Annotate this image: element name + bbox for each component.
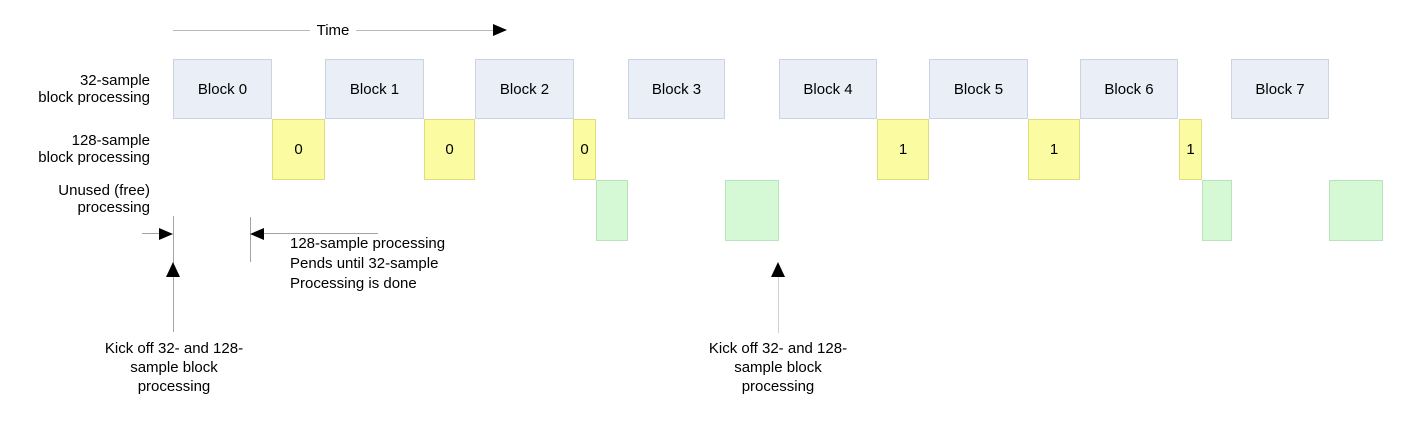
block-32-sample-5: Block 5 bbox=[929, 59, 1028, 119]
block-128-sample-0b: 0 bbox=[424, 119, 475, 180]
block-128-sample-0c: 0 bbox=[573, 119, 596, 180]
row-label-line: Unused (free) bbox=[58, 182, 150, 199]
row-label-unused-free: Unused (free) processing bbox=[0, 182, 150, 216]
kickoff-arrow-2-icon bbox=[771, 262, 785, 277]
block-label: 0 bbox=[294, 141, 303, 158]
pend-note-line: Pends until 32-sample bbox=[290, 255, 439, 272]
row-label-128-sample: 128-sample block processing bbox=[0, 132, 150, 166]
block-label: 0 bbox=[445, 141, 454, 158]
kickoff-note-line: processing bbox=[137, 378, 211, 395]
block-label: Block 4 bbox=[803, 80, 853, 98]
row-label-line: block processing bbox=[38, 89, 150, 106]
block-free-1 bbox=[725, 180, 779, 241]
block-128-sample-1b: 1 bbox=[1028, 119, 1080, 180]
kickoff-arrow-1-icon bbox=[166, 262, 180, 277]
block-label: Block 5 bbox=[953, 80, 1004, 98]
dim-arrow-right-icon bbox=[159, 228, 173, 240]
block-32-sample-0: Block 0 bbox=[173, 59, 272, 119]
kickoff-note-2: Kick off 32- and 128- sample block proce… bbox=[658, 339, 898, 396]
kickoff-arrow-2-shaft bbox=[778, 276, 779, 333]
block-128-sample-1c: 1 bbox=[1179, 119, 1202, 180]
kickoff-note-line: Kick off 32- and 128- bbox=[708, 340, 848, 357]
block-free-0 bbox=[596, 180, 628, 241]
block-32-sample-4: Block 4 bbox=[779, 59, 877, 119]
row-label-line: 128-sample bbox=[71, 132, 150, 149]
block-label: Block 1 bbox=[349, 80, 400, 98]
block-label: Block 6 bbox=[1104, 80, 1154, 98]
kickoff-note-1: Kick off 32- and 128- sample block proce… bbox=[54, 339, 294, 396]
dim-arrow-left-icon bbox=[250, 228, 264, 240]
block-free-3 bbox=[1329, 180, 1383, 241]
block-label: Block 7 bbox=[1255, 80, 1305, 98]
block-label: Block 3 bbox=[651, 80, 702, 98]
block-32-sample-2: Block 2 bbox=[475, 59, 574, 119]
time-arrowhead-icon bbox=[493, 24, 507, 36]
row-label-line: 32-sample bbox=[79, 72, 150, 89]
dim-arrow-right-tail bbox=[142, 233, 160, 234]
kickoff-note-line: processing bbox=[741, 378, 815, 395]
kickoff-note-line: sample block bbox=[130, 359, 218, 376]
row-label-line: block processing bbox=[38, 149, 150, 166]
block-32-sample-3: Block 3 bbox=[628, 59, 725, 119]
block-label: Block 2 bbox=[499, 80, 550, 98]
kickoff-note-line: Kick off 32- and 128- bbox=[104, 340, 244, 357]
time-axis-label: Time bbox=[309, 21, 357, 39]
block-128-sample-0a: 0 bbox=[272, 119, 325, 180]
block-128-sample-1a: 1 bbox=[877, 119, 929, 180]
pend-note: 128-sample processing Pends until 32-sam… bbox=[290, 234, 500, 294]
time-axis: Time bbox=[173, 21, 493, 39]
block-label: 1 bbox=[1186, 141, 1195, 158]
kickoff-note-line: sample block bbox=[734, 359, 822, 376]
block-32-sample-1: Block 1 bbox=[325, 59, 424, 119]
pend-note-line: Processing is done bbox=[290, 275, 417, 292]
dim-arrow-left-tail bbox=[264, 233, 378, 234]
block-label: Block 0 bbox=[197, 80, 248, 98]
row-label-32-sample: 32-sample block processing bbox=[0, 72, 150, 106]
row-label-line: processing bbox=[77, 199, 150, 216]
block-32-sample-6: Block 6 bbox=[1080, 59, 1178, 119]
block-label: 0 bbox=[580, 141, 589, 158]
block-label: 1 bbox=[1049, 141, 1059, 158]
pend-note-line: 128-sample processing bbox=[290, 235, 446, 252]
block-label: 1 bbox=[898, 141, 908, 158]
block-free-2 bbox=[1202, 180, 1232, 241]
block-32-sample-7: Block 7 bbox=[1231, 59, 1329, 119]
